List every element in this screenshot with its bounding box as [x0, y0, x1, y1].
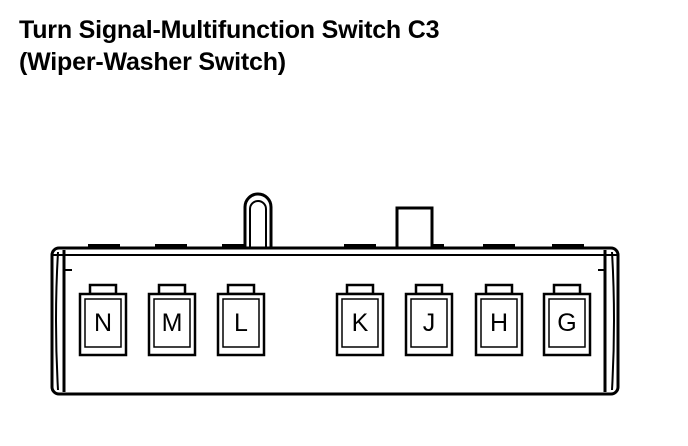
pin-label: K [352, 309, 369, 337]
pin-j: J [404, 283, 454, 357]
pin-k: K [335, 283, 385, 357]
pin-label: H [490, 309, 508, 337]
title-line-1: Turn Signal-Multifunction Switch C3 [19, 16, 440, 44]
title-line-2: (Wiper-Washer Switch) [19, 48, 286, 76]
pin-l: L [216, 283, 266, 357]
pin-h: H [474, 283, 524, 357]
pin-label: G [557, 309, 576, 337]
pin-label: L [234, 309, 248, 337]
pin-label: J [423, 309, 436, 337]
pin-m: M [147, 283, 197, 357]
pin-row: N M L K J H [78, 283, 592, 357]
keying-tab [395, 206, 434, 252]
locking-tab [243, 192, 273, 249]
pin-label: N [94, 309, 112, 337]
pin-label: M [162, 309, 183, 337]
connector-housing [50, 246, 620, 396]
diagram-title: Turn Signal-Multifunction Switch C3 (Wip… [19, 14, 439, 78]
pin-n: N [78, 283, 128, 357]
pin-g: G [542, 283, 592, 357]
